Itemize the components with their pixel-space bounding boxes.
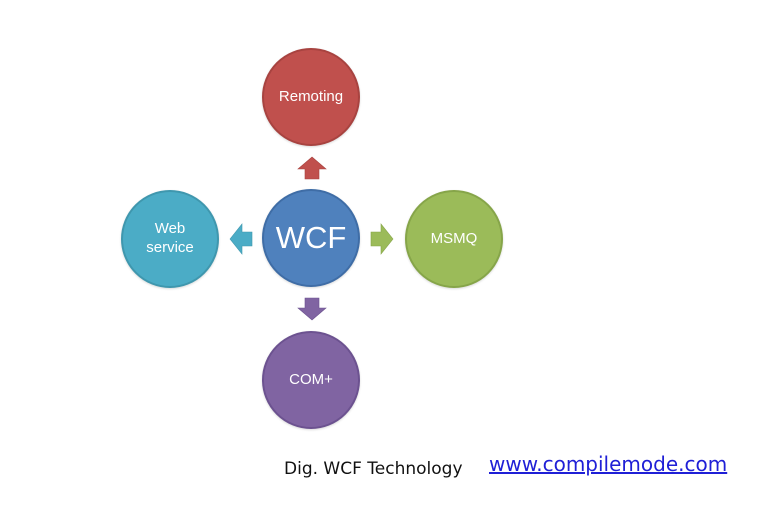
node-msmq-label: MSMQ [430, 229, 478, 247]
node-com-plus: COM+ [262, 331, 360, 429]
node-msmq: MSMQ [405, 190, 503, 288]
arrow-up-icon [297, 156, 327, 180]
arrow-left-icon [229, 223, 253, 255]
node-web-service-label: Web service [146, 220, 194, 256]
figure-caption: Dig. WCF Technology [284, 459, 463, 479]
node-remoting-label: Remoting [278, 87, 344, 105]
site-link[interactable]: www.compilemode.com [489, 452, 728, 476]
arrow-down-icon [297, 297, 327, 321]
node-com-plus-label: COM+ [289, 370, 333, 388]
node-remoting: Remoting [262, 48, 360, 146]
arrow-right-icon [370, 223, 394, 255]
node-web-service: Web service [121, 190, 219, 288]
node-wcf-label: WCF [275, 219, 347, 255]
node-wcf: WCF [262, 189, 360, 287]
